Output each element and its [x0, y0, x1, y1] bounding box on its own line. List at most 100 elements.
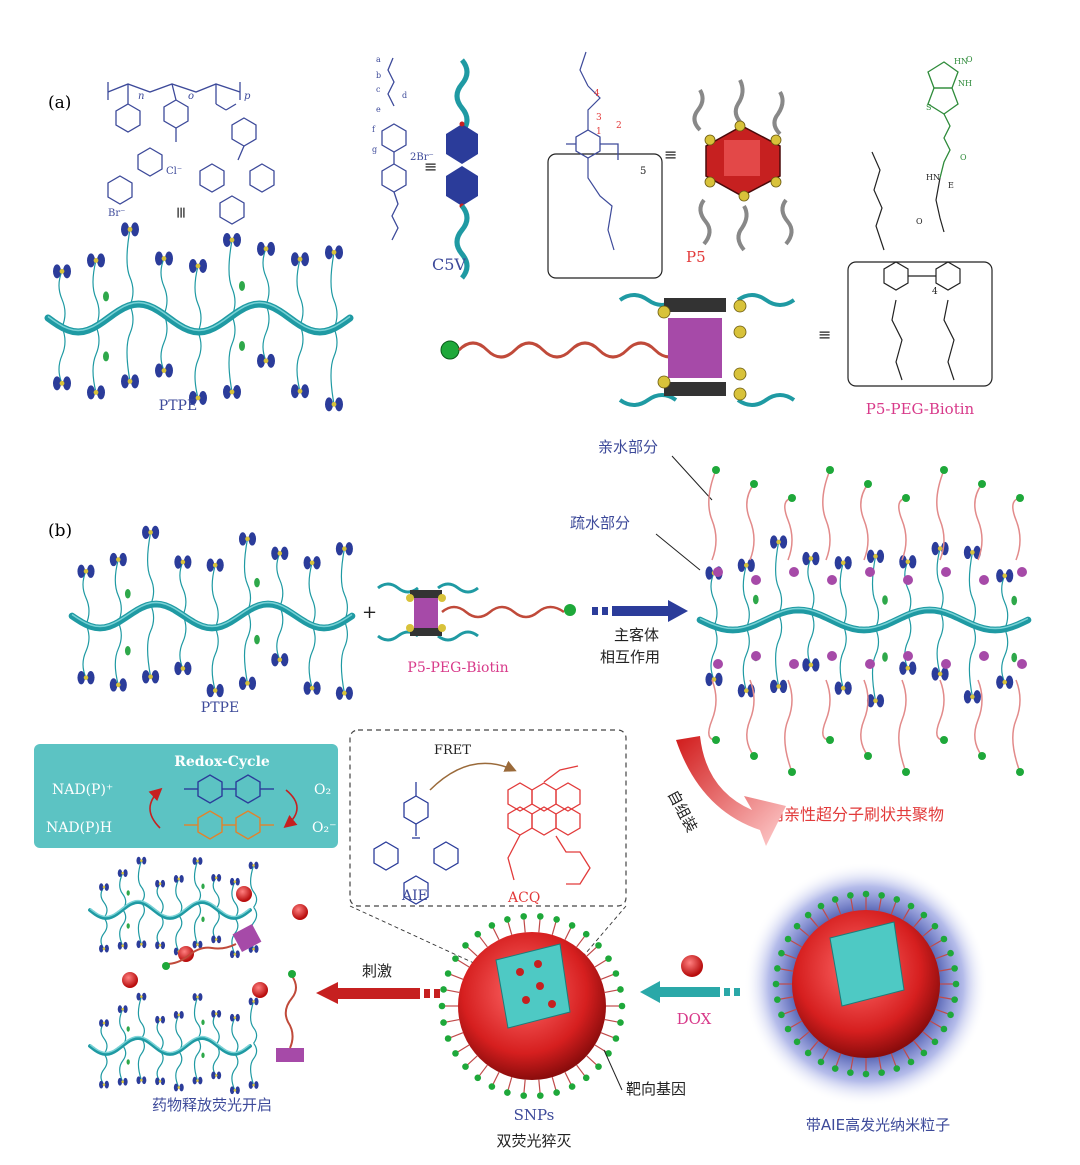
p5-peg-biotin-cartoon-b — [377, 582, 576, 642]
pendant-tpe-icon — [136, 940, 147, 949]
counterion-br: Br⁻ — [108, 208, 125, 219]
pendant-tpe-icon — [229, 1013, 240, 1022]
o2-minus-label: O₂⁻ — [312, 820, 336, 836]
pendant-tpe-icon — [211, 935, 222, 944]
pendant-tpe-icon — [211, 1009, 222, 1018]
pendant-tpe-icon — [291, 252, 309, 267]
pendant-tpe-icon — [189, 390, 207, 405]
pendant-tpe-icon — [802, 658, 820, 672]
pendant-tpe-icon — [155, 941, 166, 950]
pendant-tpe-icon — [335, 542, 353, 556]
targeting-pointer — [603, 1049, 623, 1091]
pendant-tpe-icon — [155, 1015, 166, 1024]
p5-num-2: 2 — [616, 121, 622, 131]
pendant-tpe-icon — [223, 232, 241, 247]
pendant-tpe-icon — [291, 384, 309, 399]
zoom-line-right — [579, 905, 627, 961]
alkyl-letter-a: a — [376, 55, 381, 64]
pendant-tpe-icon — [173, 1011, 184, 1019]
pendant-tpe-icon — [99, 1080, 109, 1089]
hydrophilic-pointer — [671, 455, 713, 501]
host-guest-arrow — [592, 600, 688, 622]
pendant-tpe-icon — [173, 1083, 184, 1092]
ptpe-cartoon-a — [44, 222, 354, 412]
c5v-cartoon — [446, 58, 478, 280]
biotin-atom-hn: HN — [954, 57, 968, 66]
aie-nanoparticle-label: 带AIE高发光纳米粒子 — [806, 1116, 950, 1134]
pendant-tpe-icon — [325, 397, 343, 412]
alkyl-letter-c: c — [376, 85, 381, 94]
ptpe-cartoon-b — [68, 525, 356, 700]
pendant-tpe-icon — [136, 1076, 147, 1085]
pendant-tpe-icon — [121, 374, 139, 389]
pendant-tpe-icon — [229, 950, 240, 959]
p5-peg-biotin-structure — [847, 61, 993, 387]
pendant-tpe-icon — [155, 363, 173, 378]
host-guest-line2: 相互作用 — [600, 648, 660, 666]
pendant-tpe-icon — [996, 569, 1014, 583]
pendant-tpe-icon — [206, 558, 224, 572]
pendant-tpe-icon — [271, 653, 289, 667]
pendant-tpe-icon — [142, 670, 160, 684]
pendant-tpe-icon — [248, 1081, 259, 1089]
polymer-index-p: p — [244, 91, 251, 102]
alkyl-letter-f: f — [372, 125, 376, 134]
pendant-tpe-icon — [737, 558, 755, 572]
nadph-label: NAD(P)H — [46, 820, 112, 836]
aie-label: AIE — [401, 888, 428, 904]
hydrophobic-label: 疏水部分 — [570, 514, 630, 532]
pendant-tpe-icon — [963, 690, 981, 704]
p5-peg-biotin-label-a: P5-PEG-Biotin — [866, 400, 975, 418]
pendant-tpe-icon — [99, 944, 109, 953]
pendant-tpe-icon — [931, 667, 949, 681]
p5-peg-biotin-label-b: P5-PEG-Biotin — [407, 660, 508, 676]
pendant-tpe-icon — [136, 856, 147, 865]
pendant-tpe-icon — [238, 676, 257, 690]
zoom-line-left — [349, 905, 477, 965]
p5-subunit-count: 5 — [640, 166, 646, 177]
equiv-p5-peg: ≡ — [818, 325, 831, 344]
pendant-tpe-icon — [136, 992, 147, 1001]
equiv-ptpe: ≡ — [172, 206, 191, 219]
pendant-tpe-icon — [206, 683, 224, 698]
ptpe-label-a: PTPE — [159, 398, 197, 414]
pendant-tpe-icon — [87, 385, 105, 400]
pendant-tpe-icon — [109, 552, 127, 567]
host-guest-line1: 主客体 — [614, 626, 659, 644]
pendant-tpe-icon — [117, 1077, 128, 1086]
pendant-tpe-icon — [238, 532, 257, 546]
aie-acq-box — [349, 729, 627, 907]
pendant-tpe-icon — [996, 675, 1014, 689]
pendant-tpe-icon — [173, 875, 184, 883]
p5-label: P5 — [686, 248, 706, 266]
p5-num-3: 3 — [596, 113, 602, 123]
brush-copolymer — [696, 466, 1032, 776]
pendant-tpe-icon — [834, 556, 852, 570]
alkyl-letter-e: e — [376, 105, 381, 114]
pendant-tpe-icon — [229, 1086, 240, 1095]
polymer-index-o: o — [188, 91, 194, 102]
pendant-tpe-icon — [142, 525, 160, 539]
pendant-tpe-icon — [117, 1005, 128, 1014]
pendant-tpe-icon — [257, 353, 275, 368]
fret-label: FRET — [434, 743, 471, 758]
dual-quench-label: 双荧光猝灭 — [496, 1132, 571, 1150]
biotin-atom-o2: O — [960, 153, 967, 162]
acq-label: ACQ — [507, 890, 540, 906]
pendant-tpe-icon — [211, 1071, 222, 1080]
redox-title: Redox-Cycle — [174, 754, 270, 770]
p5-structure — [547, 51, 663, 279]
pendant-tpe-icon — [121, 222, 139, 237]
pendant-tpe-icon — [335, 686, 353, 700]
pendant-tpe-icon — [192, 1076, 203, 1085]
pendant-tpe-icon — [303, 556, 321, 570]
amphiphilic-label: 两亲性超分子刷状共聚物 — [768, 805, 944, 824]
self-assembly-label: 自组装 — [664, 787, 701, 835]
pendant-tpe-icon — [248, 997, 259, 1006]
pendant-tpe-icon — [109, 678, 127, 692]
plus-sign: + — [362, 602, 377, 623]
alkyl-letter-b: b — [376, 71, 381, 80]
biotin-atom-s: S — [926, 103, 931, 112]
pendant-tpe-icon — [155, 879, 166, 888]
